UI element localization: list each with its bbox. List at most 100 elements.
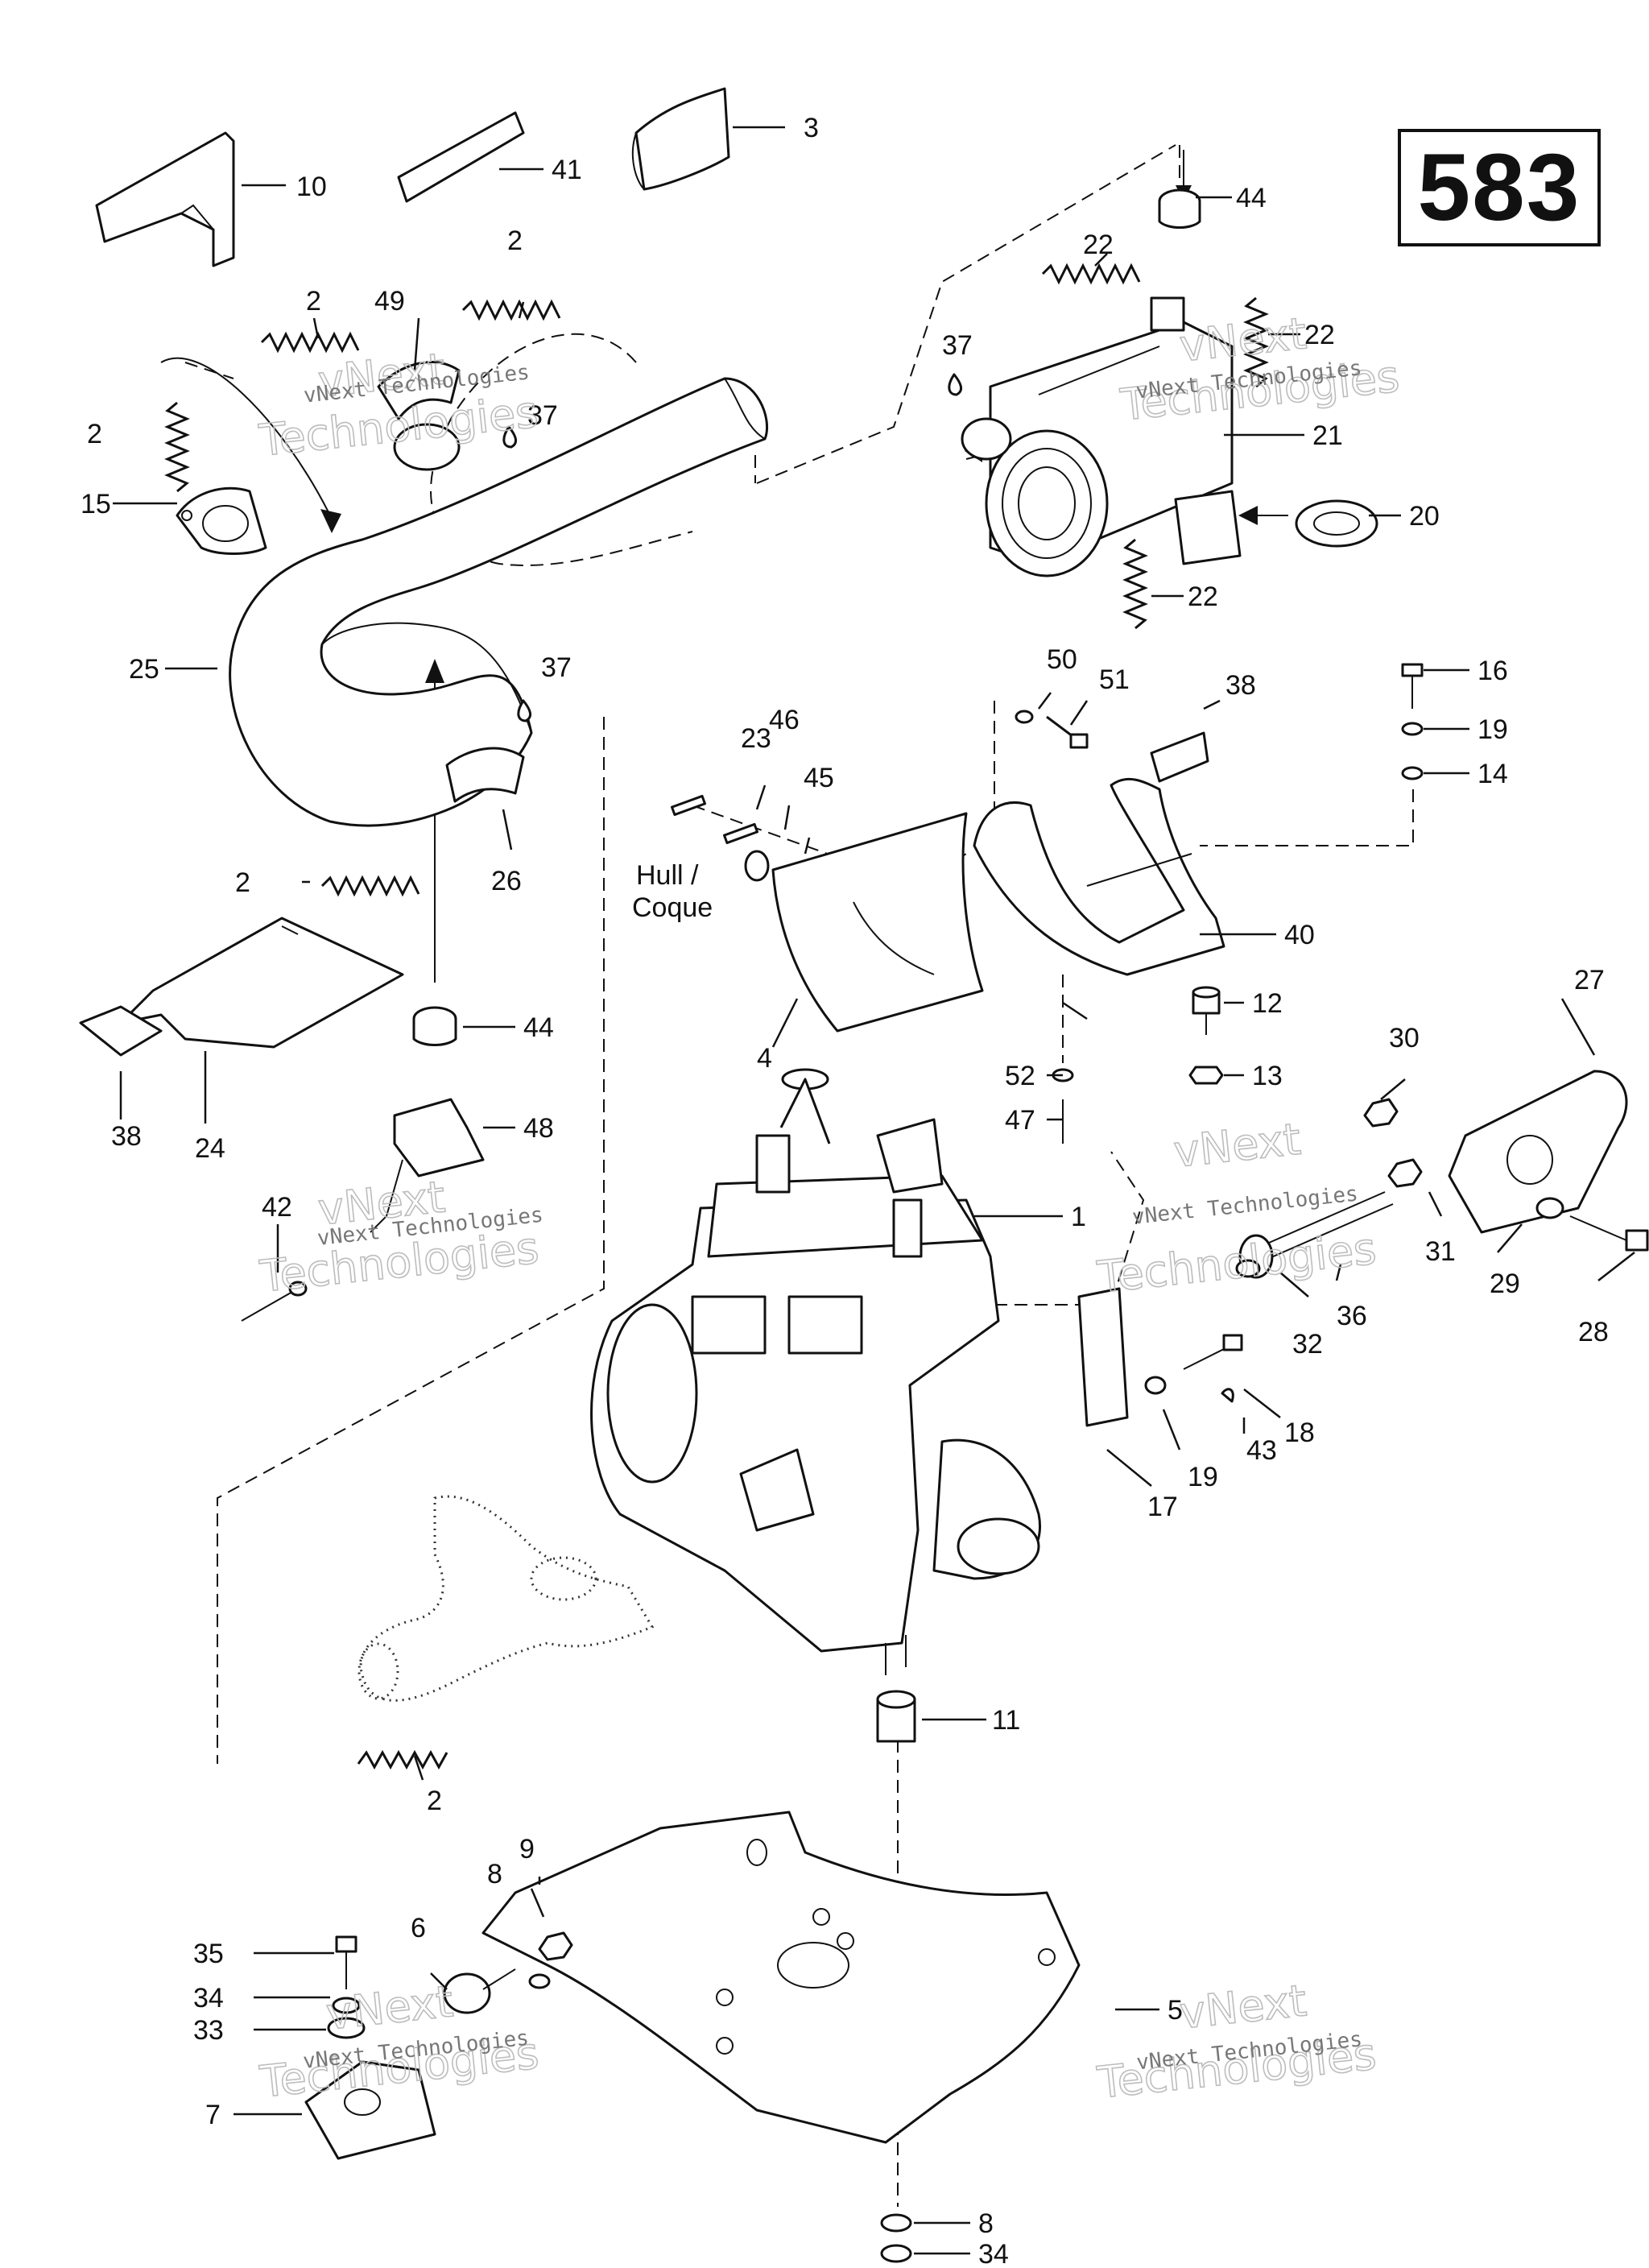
part-41-pad	[397, 111, 525, 203]
label-29: 29	[1490, 1269, 1520, 1299]
label-32: 32	[1292, 1329, 1323, 1360]
label-11: 11	[992, 1705, 1020, 1736]
svg-text:Technologies: Technologies	[1095, 1223, 1379, 1303]
label-35: 35	[193, 1939, 224, 1969]
part-11-spacer	[876, 1690, 916, 1743]
label-2-left: 2	[87, 419, 102, 449]
label-21: 21	[1312, 420, 1343, 451]
label-31: 31	[1425, 1236, 1456, 1267]
parts-17-18-19-43	[1077, 1287, 1243, 1427]
label-44-lower: 44	[523, 1012, 554, 1043]
label-28: 28	[1578, 1317, 1609, 1347]
part-38-pad-right	[1150, 731, 1209, 783]
callout-labels: 10 41 3 44 22 22 21 20 22 37 2 2 49 37 2…	[81, 113, 1609, 2268]
label-41: 41	[552, 155, 582, 185]
watermark-bottom-right: vNext Technologies vNext Technologies	[1094, 1975, 1379, 2109]
exhaust-manifold-dotted	[357, 1495, 655, 1702]
label-8-bottom: 8	[978, 2208, 994, 2239]
part-3-heat-shield	[631, 87, 730, 191]
parts-16-19-14	[1401, 663, 1424, 780]
watermark-mid-right: vNext Technologies vNext Technologies	[1094, 1113, 1379, 1304]
label-2-top: 2	[507, 226, 523, 256]
label-45: 45	[804, 763, 834, 793]
svg-text:vNext: vNext	[1177, 1975, 1308, 2038]
part-20-grommet	[1295, 499, 1378, 548]
hull-note-line1: Hull /	[636, 860, 699, 891]
part-25-tuned-pipe	[229, 377, 769, 827]
label-12: 12	[1252, 988, 1283, 1019]
label-2-lower: 2	[235, 867, 250, 898]
label-34-bottom: 34	[978, 2239, 1009, 2268]
watermark-mid-left: vNext Technologies vNext Technologies	[257, 1171, 544, 1303]
label-22-bottom: 22	[1188, 581, 1218, 612]
label-4: 4	[757, 1043, 772, 1074]
parts-24-38	[79, 917, 404, 1057]
part-37-drops	[502, 373, 963, 722]
label-26: 26	[491, 866, 522, 896]
label-51: 51	[1099, 664, 1130, 695]
watermark-bottom-left: vNext Technologies vNext Technologies	[257, 1976, 542, 2109]
label-6: 6	[411, 1913, 426, 1943]
label-47: 47	[1005, 1105, 1035, 1136]
parts-6-7-8-9-33-34-35	[304, 1931, 912, 2263]
hull-note-line2: Coque	[632, 892, 713, 923]
label-37-elbow: 37	[527, 400, 558, 431]
springs	[164, 263, 1269, 1770]
label-24: 24	[195, 1133, 225, 1164]
label-14: 14	[1477, 759, 1508, 789]
label-19-top: 19	[1477, 714, 1508, 745]
part-26-outlet	[445, 747, 525, 803]
svg-text:vNext Technologies: vNext Technologies	[1131, 1182, 1359, 1229]
part-49-elbow	[377, 361, 461, 471]
label-44-top: 44	[1236, 183, 1267, 213]
label-48: 48	[523, 1113, 554, 1144]
label-37-pipe: 37	[541, 652, 572, 683]
label-1: 1	[1071, 1202, 1086, 1232]
label-22-top: 22	[1083, 230, 1114, 260]
label-50: 50	[1047, 644, 1077, 675]
label-20: 20	[1409, 501, 1440, 532]
label-7: 7	[205, 2100, 221, 2130]
label-46: 46	[769, 705, 800, 735]
part-40-bracket	[973, 777, 1225, 976]
label-9: 9	[519, 1834, 535, 1864]
part-5-mount-plate	[481, 1811, 1081, 2144]
label-52: 52	[1005, 1061, 1035, 1091]
label-22-right: 22	[1304, 320, 1335, 350]
parts-50-51	[1015, 710, 1089, 749]
label-49: 49	[374, 286, 405, 317]
part-15-bracket	[176, 486, 267, 555]
label-16: 16	[1477, 656, 1508, 686]
page-number: 583	[1417, 135, 1581, 241]
part-1-engine	[590, 1068, 1041, 1675]
label-42: 42	[262, 1192, 292, 1223]
parts-27-28-29-30-31-32-36	[1235, 1070, 1649, 1279]
label-25: 25	[129, 654, 159, 685]
part-44-bumper-top	[1158, 188, 1201, 229]
svg-text:vNext: vNext	[1172, 1114, 1303, 1177]
parts-23-46-45	[670, 794, 770, 882]
parts-52-47	[1052, 1068, 1074, 1144]
label-2-mid: 2	[306, 286, 321, 317]
part-21-muffler	[961, 296, 1242, 577]
label-38-left: 38	[111, 1121, 142, 1152]
label-30: 30	[1389, 1023, 1420, 1053]
label-37-muffler: 37	[942, 330, 973, 361]
parts-12-13	[1188, 986, 1224, 1085]
label-8-top: 8	[487, 1859, 502, 1889]
label-34-left: 34	[193, 1983, 224, 2013]
label-15: 15	[81, 489, 111, 519]
label-38-right: 38	[1225, 670, 1256, 701]
label-19-lower: 19	[1188, 1462, 1218, 1492]
part-10-plate	[95, 131, 235, 267]
label-36: 36	[1337, 1301, 1367, 1331]
label-33: 33	[193, 2015, 224, 2046]
label-40: 40	[1284, 920, 1315, 950]
label-43: 43	[1246, 1435, 1277, 1466]
label-10: 10	[296, 172, 327, 202]
label-13: 13	[1252, 1061, 1283, 1091]
label-27: 27	[1574, 965, 1605, 995]
label-23: 23	[741, 723, 771, 754]
label-3: 3	[804, 113, 819, 143]
